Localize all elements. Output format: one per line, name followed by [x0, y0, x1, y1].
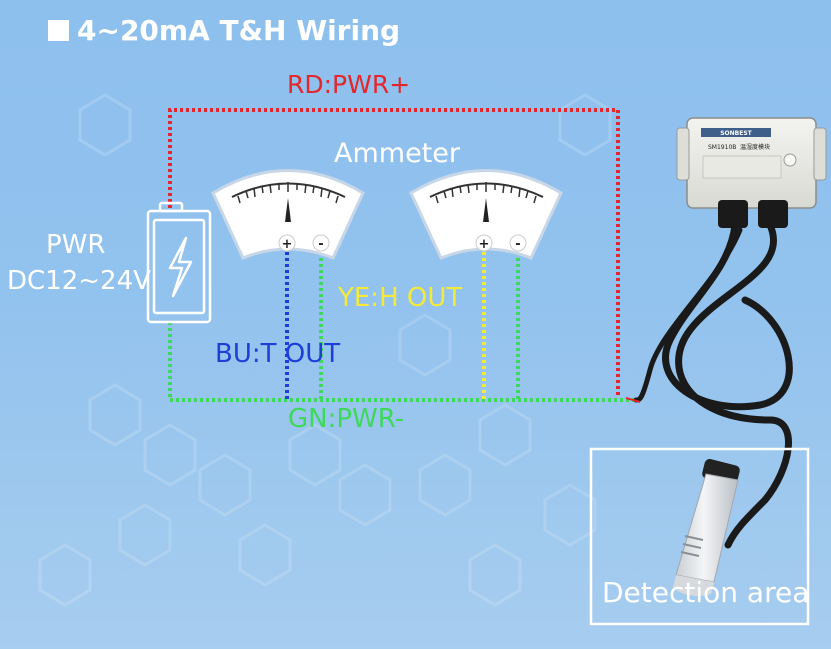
label-power-voltage: DC12~24V: [7, 266, 151, 296]
wire-green: [168, 322, 640, 402]
svg-text:SM1910B: SM1910B: [708, 144, 736, 151]
sensor-cable: [633, 221, 793, 549]
detection-area-box: [589, 447, 810, 626]
meter2-plus: +: [479, 237, 490, 252]
label-red-wire: RD:PWR+: [287, 70, 411, 99]
label-yellow-wire: YE:H OUT: [338, 283, 463, 313]
page-title: 4~20mA T&H Wiring: [48, 14, 400, 47]
wire-end-red: [625, 397, 641, 403]
label-blue-wire: BU:T OUT: [215, 339, 341, 369]
title-text: 4~20mA T&H Wiring: [77, 14, 401, 47]
transmitter-device: SONBEST SM1910B 温湿度模块: [676, 117, 827, 228]
meter1-minus: -: [318, 237, 323, 252]
temperature-humidity-probe: [673, 459, 740, 596]
battery-icon: [146, 201, 212, 324]
svg-text:SONBEST: SONBEST: [720, 130, 752, 137]
label-green-wire: GN:PWR-: [288, 404, 405, 434]
meter1-plus: +: [282, 237, 293, 252]
title-square-icon: [48, 20, 69, 41]
wire-red: [168, 108, 620, 396]
ammeter-1: [211, 169, 365, 260]
label-ammeter: Ammeter: [334, 138, 460, 169]
meter2-minus: -: [515, 237, 520, 252]
ammeter-2: [409, 169, 563, 260]
label-detection-area: Detection area: [602, 576, 810, 609]
label-power: PWR: [46, 230, 106, 260]
svg-text:温湿度模块: 温湿度模块: [740, 143, 770, 151]
